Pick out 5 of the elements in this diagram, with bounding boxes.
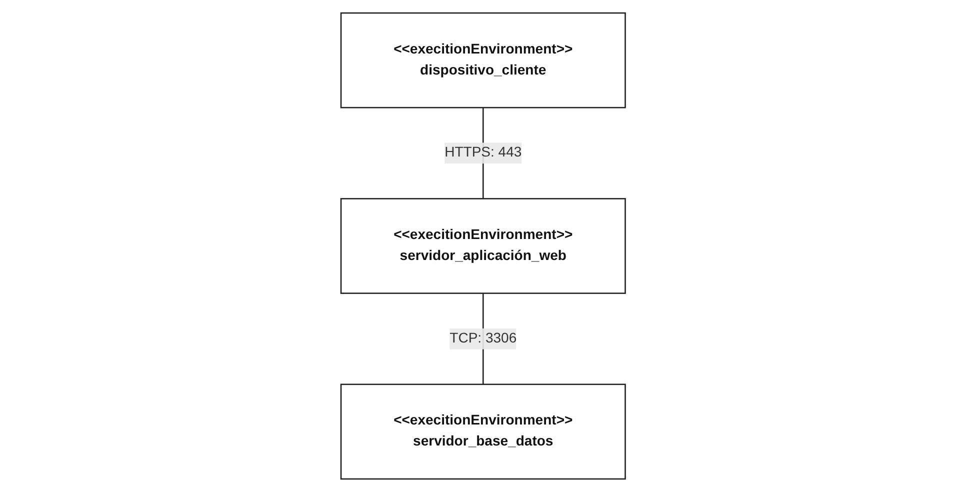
node-box: <<execitionEnvironment>> servidor_base_datos — [340, 383, 626, 480]
edge-label: TCP: 3306 — [450, 330, 516, 346]
node-box: <<execitionEnvironment>> servidor_aplicación_web — [340, 198, 626, 294]
edge-label: HTTPS: 443 — [444, 144, 522, 160]
node-box: <<execitionEnvironment>> dispositivo_cliente — [340, 12, 626, 108]
